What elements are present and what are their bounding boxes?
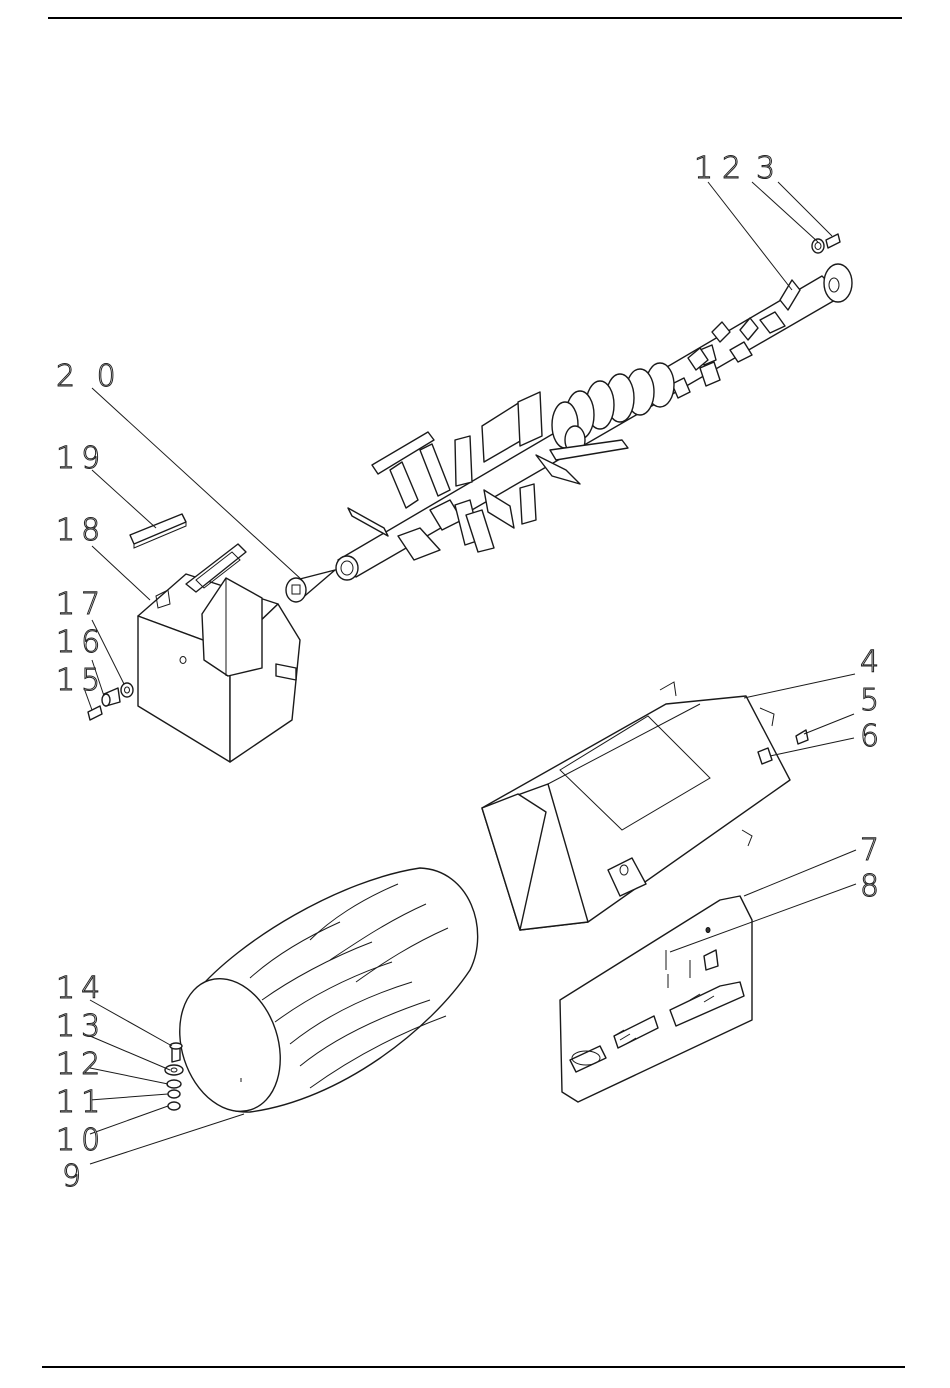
- nut-part-10: [168, 1102, 180, 1110]
- callout-16: 16: [56, 625, 106, 660]
- callout-5: 5: [860, 683, 885, 718]
- washer-part-12: [167, 1080, 181, 1088]
- callout-11: 11: [56, 1085, 106, 1120]
- bolt-part-3: [826, 234, 840, 248]
- callout-9: 9: [62, 1159, 87, 1194]
- washer-part-17: [121, 683, 133, 697]
- washer-part-13: [165, 1065, 183, 1075]
- callout-4: 4: [860, 645, 885, 680]
- gearbox-housing-part-18: [138, 544, 300, 762]
- latch-kit-panel-part-7: [560, 896, 752, 1102]
- callout-19: 19: [56, 441, 106, 476]
- nut-part-11: [168, 1090, 180, 1098]
- callout-14: 14: [56, 971, 106, 1006]
- spiral-drum-part-9: [163, 868, 477, 1125]
- trough-housing-part-4: [482, 682, 790, 930]
- bearing-cone-part-20: [286, 570, 335, 602]
- callout-1: 1: [694, 151, 719, 186]
- callout-12: 12: [56, 1047, 106, 1082]
- callout-6: 6: [860, 719, 885, 754]
- bolt-part-5: [796, 730, 808, 744]
- nut-part-2: [812, 239, 824, 253]
- callout-13: 13: [56, 1009, 106, 1044]
- screw-part-15: [88, 706, 102, 720]
- callout-7: 7: [860, 833, 885, 868]
- callout-15: 15: [56, 663, 106, 698]
- callout-2: 2: [722, 151, 747, 186]
- callout-18: 18: [56, 513, 106, 548]
- auger-shaft-part: [336, 264, 852, 580]
- callout-3: 3: [756, 151, 781, 186]
- plate-part-19: [130, 514, 186, 548]
- callout-20: 2 0: [56, 359, 122, 394]
- callout-10: 10: [56, 1123, 106, 1158]
- callout-8: 8: [860, 869, 885, 904]
- callout-17: 17: [56, 587, 106, 622]
